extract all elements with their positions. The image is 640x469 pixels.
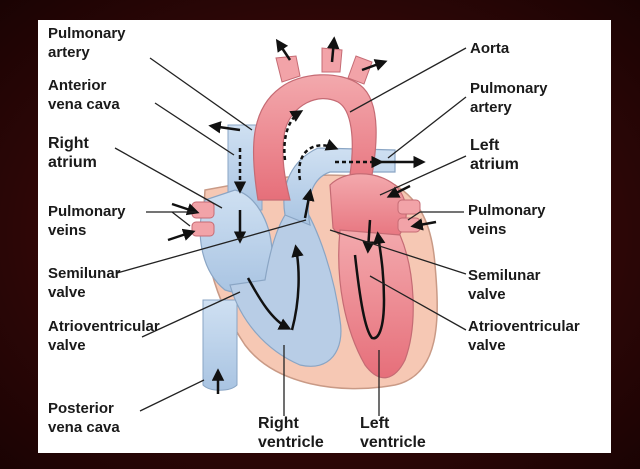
label-pulmonary-veins-right: Pulmonary veins bbox=[468, 202, 550, 238]
posterior-vena-cava bbox=[203, 300, 237, 390]
label-right-ventricle: Right ventricle bbox=[258, 415, 324, 451]
label-semilunar-valve-left: Semilunar valve bbox=[48, 265, 125, 301]
label-left-atrium: Left atrium bbox=[470, 137, 519, 173]
label-pulmonary-artery-right: Pulmonary artery bbox=[470, 80, 552, 116]
pulmonary-vein-left-1 bbox=[192, 202, 214, 218]
label-pulmonary-artery-left: Pulmonary artery bbox=[48, 25, 130, 61]
label-left-ventricle: Left ventricle bbox=[360, 415, 426, 451]
label-pulmonary-veins-left: Pulmonary veins bbox=[48, 203, 130, 239]
label-semilunar-valve-right: Semilunar valve bbox=[468, 267, 545, 303]
label-posterior-vena-cava: Posterior vena cava bbox=[48, 400, 120, 436]
label-atrioventricular-valve-right: Atrioventricular valve bbox=[468, 318, 584, 354]
label-aorta: Aorta bbox=[470, 40, 510, 57]
label-right-atrium: Right atrium bbox=[48, 135, 97, 171]
pulmonary-vein-left-2 bbox=[192, 222, 214, 236]
label-anterior-vena-cava: Anterior vena cava bbox=[48, 77, 120, 113]
label-atrioventricular-valve-left: Atrioventricular valve bbox=[48, 318, 164, 354]
pulmonary-vein-right-1 bbox=[398, 200, 420, 214]
